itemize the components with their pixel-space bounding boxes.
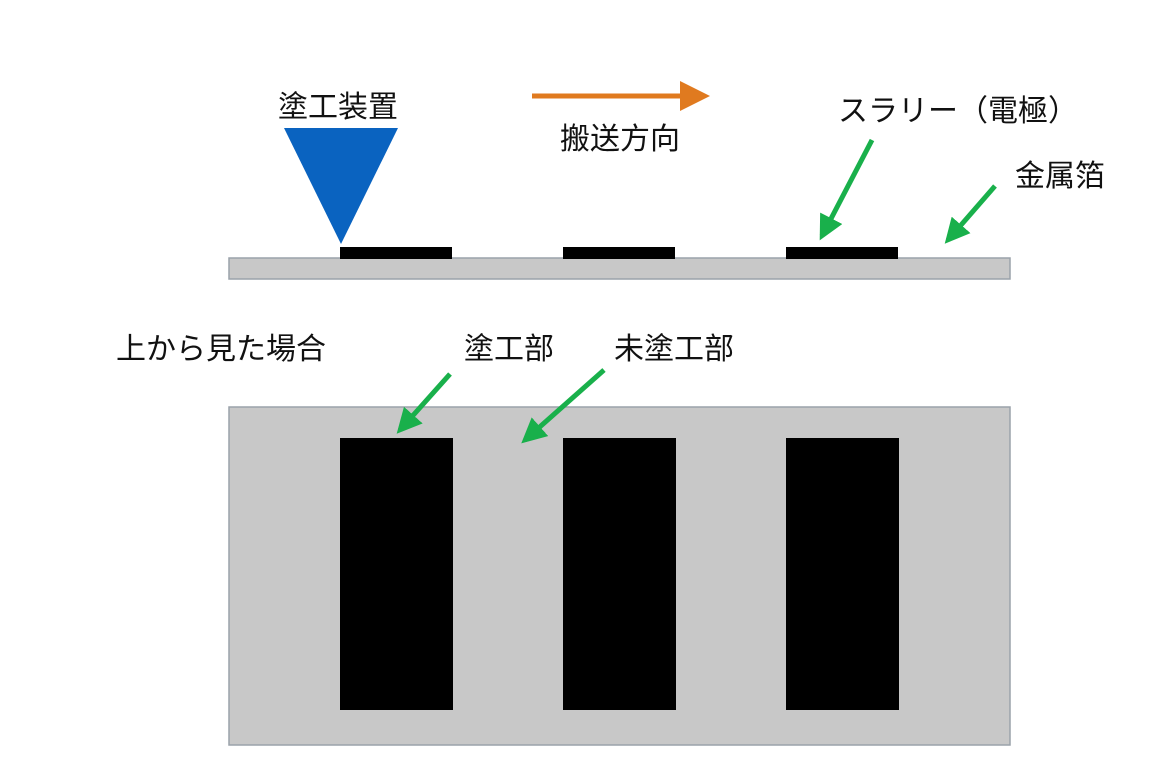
slurry-segment-side <box>563 247 675 259</box>
coated-label: 塗工部 <box>464 332 554 367</box>
uncoated-pointer-arrow-icon <box>521 368 606 444</box>
slurry-segment-side <box>786 247 898 259</box>
coater-label: 塗工装置 <box>278 90 398 125</box>
coated-stripe <box>563 438 676 710</box>
coater-triangle-icon <box>284 128 398 244</box>
foil-label: 金属箔 <box>1015 159 1105 194</box>
foil-pointer-arrow-icon <box>944 184 997 244</box>
slurry-label: スラリー（電極） <box>838 94 1078 129</box>
coated-pointer-arrow-icon <box>396 372 452 434</box>
coated-stripe <box>786 438 899 710</box>
uncoated-label: 未塗工部 <box>614 332 734 367</box>
metal-foil-side <box>228 257 1011 280</box>
slurry-segment-side <box>340 247 452 259</box>
top-view-label: 上から見た場合 <box>116 332 326 367</box>
slurry-pointer-arrow-icon <box>819 138 875 241</box>
direction-label: 搬送方向 <box>560 122 680 157</box>
coated-stripe <box>340 438 453 710</box>
